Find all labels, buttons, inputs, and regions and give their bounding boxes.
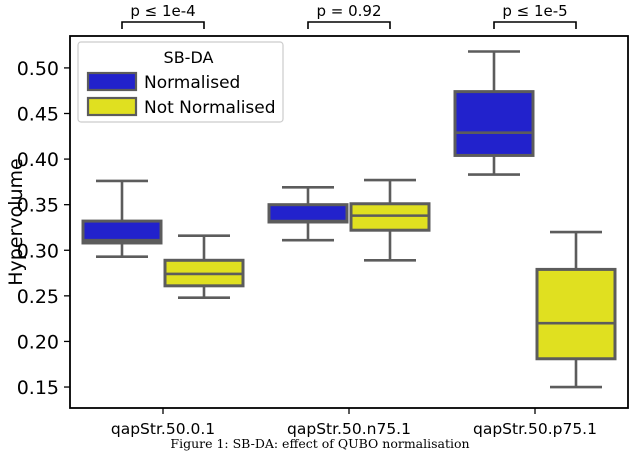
y-tick-label: 0.35 xyxy=(17,195,59,217)
box-rect xyxy=(453,90,535,157)
p-value-label: p ≤ 1e-4 xyxy=(130,2,195,20)
legend-label: Normalised xyxy=(144,73,240,93)
box-rect xyxy=(267,203,349,224)
legend-label: Not Normalised xyxy=(144,98,276,118)
y-axis-label: Hypervolume xyxy=(5,158,27,285)
p-value-label: p ≤ 1e-5 xyxy=(502,2,567,20)
box-not-normalised-1 xyxy=(349,178,431,262)
significance-bracket xyxy=(121,21,205,29)
y-tick-label: 0.25 xyxy=(17,286,59,308)
significance-bracket xyxy=(493,21,577,29)
box-rect xyxy=(349,202,431,232)
y-tick-label: 0.40 xyxy=(17,149,59,171)
x-tick-label: qapStr.50.n75.1 xyxy=(287,420,411,438)
significance-bracket xyxy=(307,21,391,29)
box-rect xyxy=(81,219,163,245)
box-not-normalised-2 xyxy=(535,230,617,389)
y-tick-label: 0.20 xyxy=(17,331,59,353)
box-normalised-1 xyxy=(267,186,349,242)
x-tick-label: qapStr.50.0.1 xyxy=(111,420,215,438)
figure-caption: Figure 1: SB-DA: effect of QUBO normalis… xyxy=(170,436,470,451)
p-value-label: p = 0.92 xyxy=(316,2,381,20)
legend-swatch-not-normalised xyxy=(86,96,138,117)
y-tick-label: 0.50 xyxy=(17,58,59,80)
y-tick-label: 0.15 xyxy=(17,377,59,399)
legend-swatch-normalised xyxy=(86,71,138,92)
box-rect xyxy=(535,267,617,361)
y-tick-label: 0.45 xyxy=(17,104,59,126)
box-normalised-0 xyxy=(81,179,163,258)
y-tick-label: 0.30 xyxy=(17,240,59,262)
box-normalised-2 xyxy=(453,50,535,176)
legend-title: SB-DA xyxy=(164,48,214,67)
box-not-normalised-0 xyxy=(163,234,245,299)
x-tick-label: qapStr.50.p75.1 xyxy=(473,420,597,438)
